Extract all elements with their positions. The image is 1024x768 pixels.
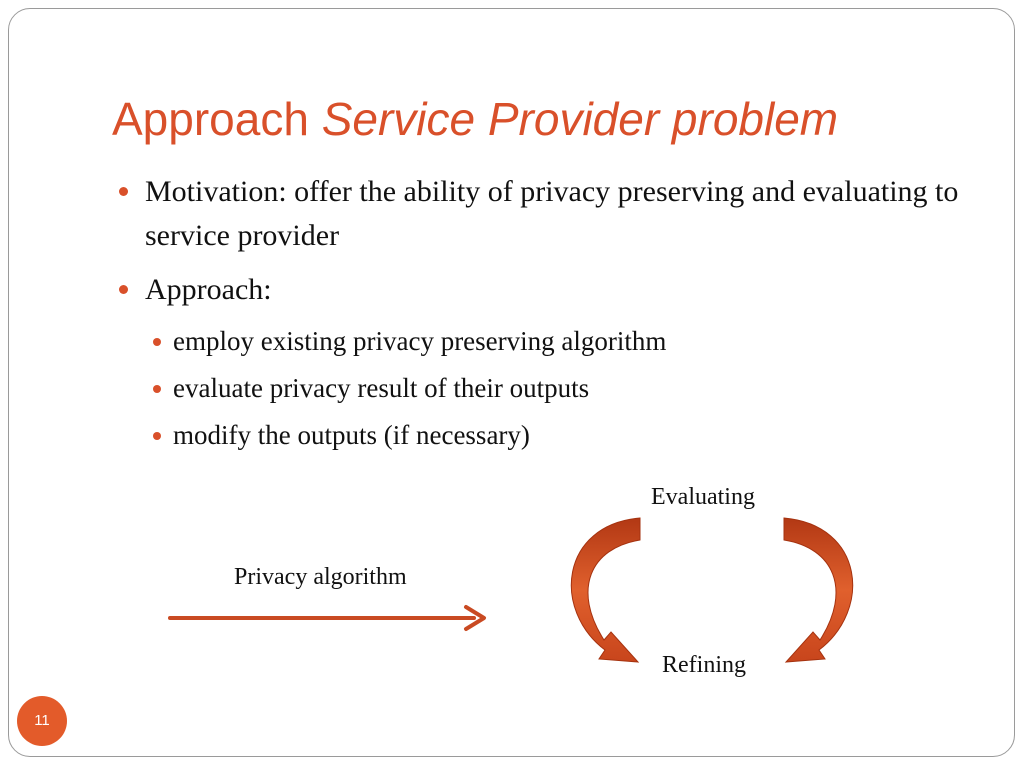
bullet-approach: Approach: (116, 268, 976, 312)
bullet-motivation: Motivation: offer the ability of privacy… (116, 170, 976, 258)
sub-bullet-text: evaluate privacy result of their outputs (173, 373, 590, 403)
sub-bullet-evaluate: evaluate privacy result of their outputs (148, 369, 976, 407)
bullet-dot-icon (153, 385, 161, 393)
bullet-dot-icon (119, 187, 128, 196)
title-normal: Approach (112, 93, 309, 145)
sub-bullet-employ: employ existing privacy preserving algor… (148, 322, 976, 360)
slide-title: Approach Service Provider problem (112, 88, 838, 150)
title-italic: Service Provider problem (321, 93, 839, 145)
refining-label: Refining (662, 652, 746, 678)
sub-bullet-text: modify the outputs (if necessary) (173, 420, 530, 450)
slide-frame (8, 8, 1015, 757)
page-number-badge: 11 (17, 696, 67, 746)
bullet-dot-icon (153, 338, 161, 346)
privacy-algorithm-label: Privacy algorithm (234, 564, 407, 590)
bullet-list: Motivation: offer the ability of privacy… (116, 170, 976, 463)
bullet-text: Approach: (145, 273, 272, 306)
sub-bullet-modify: modify the outputs (if necessary) (148, 416, 976, 454)
evaluating-label: Evaluating (651, 484, 755, 510)
bullet-dot-icon (153, 432, 161, 440)
bullet-dot-icon (119, 285, 128, 294)
bullet-text: Motivation: offer the ability of privacy… (145, 175, 959, 252)
sub-bullet-text: employ existing privacy preserving algor… (173, 326, 667, 356)
